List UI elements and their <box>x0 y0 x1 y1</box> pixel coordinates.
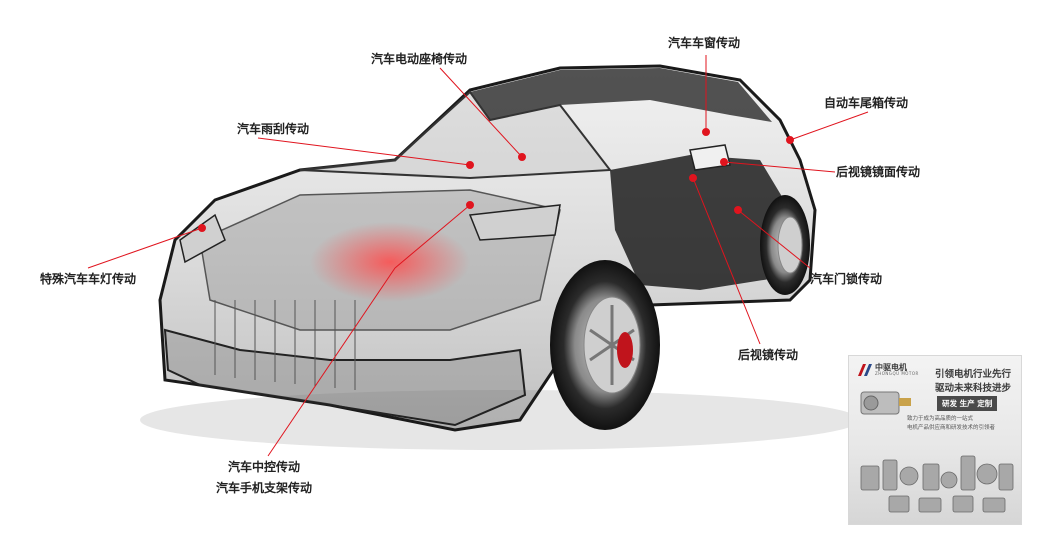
callout-mirror-surface: 后视镜镜面传动 <box>836 165 921 179</box>
windshield <box>299 90 612 180</box>
callout-trunk: 自动车尾箱传动 <box>824 96 909 110</box>
callout-window: 汽车车窗传动 <box>668 36 741 50</box>
right-headlight <box>468 204 561 241</box>
car-side-glass <box>610 155 795 290</box>
rear-right-wheel <box>760 195 810 295</box>
leader-seat <box>439 67 523 158</box>
callout-door-lock: 汽车门锁传动 <box>810 272 883 286</box>
callout-headlight: 特殊汽车车灯传动 <box>40 272 137 286</box>
promo-desc-2: 电机产品供应商和研发技术的引领者 <box>907 425 996 431</box>
brand-subtitle: ZHONGQU MOTOR <box>875 371 919 376</box>
radiator-grille <box>214 300 356 390</box>
promo-slogan-2: 驱动未来科技进步 <box>935 383 1012 394</box>
car-roof-glass <box>470 68 772 122</box>
promo-slogan-1: 引领电机行业先行 <box>935 369 1012 380</box>
promo-card[interactable]: 中驱电机 ZHONGQU MOTOR 引领电机行业先行 驱动未来科技进步 研发 … <box>848 355 1022 525</box>
callout-phone-holder: 汽车手机支架传动 <box>216 481 313 495</box>
marker-trunk <box>786 136 794 144</box>
marker-headlight <box>198 224 206 232</box>
motor-product-icon <box>860 391 911 415</box>
leader-trunk <box>789 111 869 141</box>
marker-console <box>466 201 474 209</box>
engine-glow <box>310 222 470 302</box>
marker-seat <box>518 153 526 161</box>
leader-door-lock <box>737 209 811 269</box>
leader-headlight <box>87 227 203 269</box>
marker-mirror <box>689 174 697 182</box>
brand-logo-icon <box>858 364 872 376</box>
callout-mirror: 后视镜传动 <box>738 348 799 362</box>
leader-console <box>267 267 396 457</box>
promo-desc-1: 致力于成为高品质的一站式 <box>907 416 974 422</box>
callout-console: 汽车中控传动 <box>228 460 301 474</box>
leader-wiper <box>257 137 471 166</box>
marker-mirror-surface <box>720 158 728 166</box>
brand-name: 中驱电机 <box>875 363 907 372</box>
front-right-wheel <box>550 260 660 430</box>
promo-service-tag: 研发 生产 定制 <box>937 396 998 411</box>
gear-parts-icon <box>860 455 1014 513</box>
leader-mirror <box>692 177 761 345</box>
side-mirror <box>689 144 731 171</box>
callout-wiper: 汽车雨刮传动 <box>237 122 310 136</box>
marker-wiper <box>466 161 474 169</box>
promo-product-images <box>860 391 1014 513</box>
leader-mirror-surface <box>723 161 836 173</box>
marker-door-lock <box>734 206 742 214</box>
callout-seat: 汽车电动座椅传动 <box>371 52 468 66</box>
left-headlight <box>179 213 226 264</box>
leader-console-engine <box>394 204 471 269</box>
marker-window <box>702 128 710 136</box>
car-body <box>158 64 817 432</box>
